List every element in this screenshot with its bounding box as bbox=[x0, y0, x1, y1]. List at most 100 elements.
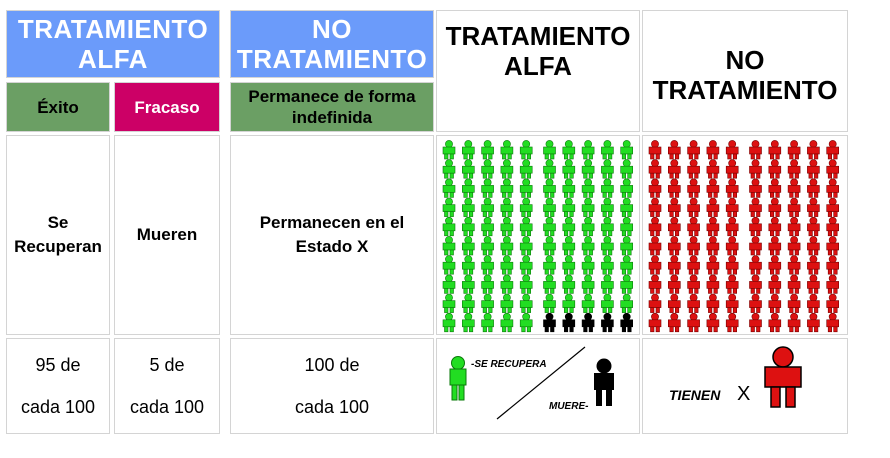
figure-recover-icon bbox=[481, 274, 494, 294]
figure-recover-icon bbox=[562, 178, 576, 198]
figure-stay-icon bbox=[706, 197, 720, 217]
figure-stay-icon bbox=[787, 140, 801, 160]
count-exito: 95 de cada 100 bbox=[6, 338, 110, 434]
figure-stay-icon bbox=[667, 255, 681, 275]
figure-stay-icon bbox=[687, 236, 700, 256]
pictogram-alfa-cell bbox=[436, 135, 640, 335]
figure-stay-icon bbox=[706, 216, 720, 237]
figure-stay-icon bbox=[687, 312, 700, 333]
figure-recover-icon bbox=[519, 312, 533, 333]
header-no-tratamiento-text: NO TRATAMIENTO bbox=[236, 14, 428, 74]
figure-stay-icon bbox=[787, 312, 801, 333]
figure-recover-icon bbox=[481, 293, 494, 313]
figure-stay-icon bbox=[648, 312, 662, 333]
figure-die-icon bbox=[601, 312, 614, 333]
figure-recover-icon bbox=[442, 255, 456, 275]
header-right-no-tratamiento-text: NO TRATAMIENTO bbox=[652, 45, 838, 105]
pictogram-no-tratamiento bbox=[648, 140, 839, 333]
figure-recover-icon bbox=[500, 236, 514, 256]
figure-stay-icon bbox=[648, 293, 662, 313]
figure-recover-icon bbox=[481, 159, 494, 179]
figure-recover-icon bbox=[519, 274, 533, 294]
pictogram-no-tratamiento-cell bbox=[642, 135, 848, 335]
outcome-mueren-text: Mueren bbox=[136, 225, 198, 244]
figure-stay-icon bbox=[667, 274, 681, 294]
figure-recover-icon bbox=[601, 159, 614, 179]
figure-recover-icon bbox=[461, 293, 475, 313]
figure-recover-icon bbox=[500, 293, 514, 313]
label-exito: Éxito bbox=[6, 82, 110, 132]
figure-recover-icon bbox=[543, 216, 556, 237]
label-fracaso: Fracaso bbox=[114, 82, 220, 132]
figure-stay-icon bbox=[826, 274, 839, 294]
figure-stay-icon bbox=[706, 140, 720, 160]
figure-recover-icon bbox=[543, 255, 556, 275]
figure-recover-icon bbox=[601, 197, 614, 217]
figure-recover-icon bbox=[601, 255, 614, 275]
figure-stay-icon bbox=[648, 274, 662, 294]
figure-recover-icon bbox=[442, 178, 456, 198]
figure-recover-icon bbox=[442, 274, 456, 294]
figure-recover-icon bbox=[562, 236, 576, 256]
figure-stay-icon bbox=[787, 293, 801, 313]
figure-recover-icon bbox=[461, 236, 475, 256]
figure-recover-icon bbox=[620, 236, 633, 256]
count-exito-line1: 95 de bbox=[35, 355, 81, 375]
count-fracaso: 5 de cada 100 bbox=[114, 338, 220, 434]
figure-recover-icon bbox=[519, 236, 533, 256]
figure-recover-icon bbox=[581, 178, 595, 198]
figure-die-icon bbox=[620, 312, 633, 333]
figure-recover-icon bbox=[543, 236, 556, 256]
outcome-se-recuperan-text: Se Recuperan bbox=[14, 213, 102, 256]
figure-recover-icon bbox=[620, 140, 633, 160]
figure-stay-icon bbox=[687, 159, 700, 179]
figure-stay-icon bbox=[787, 255, 801, 275]
figure-stay-icon bbox=[807, 159, 820, 179]
figure-stay-icon bbox=[787, 159, 801, 179]
legend-stay-figure-icon bbox=[764, 346, 802, 408]
figure-stay-icon bbox=[749, 159, 762, 179]
figure-stay-icon bbox=[768, 140, 782, 160]
figure-recover-icon bbox=[562, 216, 576, 237]
figure-recover-icon bbox=[620, 178, 633, 198]
figure-stay-icon bbox=[768, 197, 782, 217]
count-exito-line2: cada 100 bbox=[20, 397, 96, 417]
figure-stay-icon bbox=[648, 140, 662, 160]
figure-stay-icon bbox=[667, 178, 681, 198]
figure-stay-icon bbox=[706, 255, 720, 275]
figure-recover-icon bbox=[620, 159, 633, 179]
figure-recover-icon bbox=[519, 255, 533, 275]
figure-recover-icon bbox=[442, 159, 456, 179]
figure-stay-icon bbox=[667, 312, 681, 333]
legend-no-tratamiento-cell: TIENEN X bbox=[642, 338, 848, 434]
figure-stay-icon bbox=[826, 216, 839, 237]
header-no-tratamiento: NO TRATAMIENTO bbox=[230, 10, 434, 78]
figure-stay-icon bbox=[807, 216, 820, 237]
figure-stay-icon bbox=[725, 274, 739, 294]
figure-stay-icon bbox=[706, 274, 720, 294]
figure-recover-icon bbox=[461, 197, 475, 217]
figure-stay-icon bbox=[768, 312, 782, 333]
figure-stay-icon bbox=[706, 178, 720, 198]
figure-stay-icon bbox=[706, 236, 720, 256]
figure-recover-icon bbox=[442, 236, 456, 256]
figure-stay-icon bbox=[725, 216, 739, 237]
figure-stay-icon bbox=[768, 178, 782, 198]
figure-stay-icon bbox=[826, 312, 839, 333]
figure-recover-icon bbox=[620, 255, 633, 275]
figure-stay-icon bbox=[687, 197, 700, 217]
figure-recover-icon bbox=[620, 197, 633, 217]
figure-recover-icon bbox=[562, 159, 576, 179]
figure-stay-icon bbox=[725, 312, 739, 333]
figure-stay-icon bbox=[807, 312, 820, 333]
figure-stay-icon bbox=[706, 312, 720, 333]
legend-recover-text: -SE RECUPERA bbox=[471, 359, 547, 370]
figure-recover-icon bbox=[601, 216, 614, 237]
figure-recover-icon bbox=[519, 140, 533, 160]
figure-recover-icon bbox=[581, 140, 595, 160]
figure-recover-icon bbox=[601, 274, 614, 294]
figure-recover-icon bbox=[601, 293, 614, 313]
figure-stay-icon bbox=[687, 216, 700, 237]
legend-die-text: MUERE- bbox=[549, 401, 589, 412]
figure-recover-icon bbox=[562, 140, 576, 160]
